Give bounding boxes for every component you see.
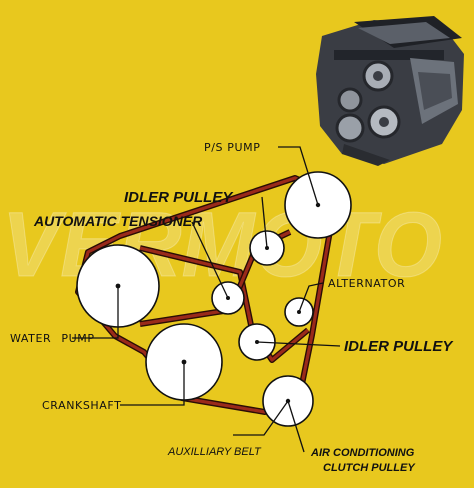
label-idler-pulley-top: IDLER PULLEY [124,189,234,206]
label-alternator: ALTERNATOR [328,277,405,290]
leader-lines [72,146,341,453]
engine-photo [316,16,464,166]
label-automatic-tensioner: AUTOMATIC TENSIONER [33,213,203,229]
label-air-conditioning-line1: AIR CONDITIONING [310,447,415,459]
watermark-text: VERMOTO [2,194,442,296]
label-ps-pump: P/S PUMP [204,141,260,154]
label-idler-pulley-bottom: IDLER PULLEY [344,338,454,355]
label-water-pump: WATER PUMP [10,332,95,345]
label-auxiliary-belt: AUXILLIARY BELT [167,446,262,458]
label-air-conditioning-line2: CLUTCH PULLEY [323,462,416,474]
label-crankshaft: CRANKSHAFT [42,399,121,412]
